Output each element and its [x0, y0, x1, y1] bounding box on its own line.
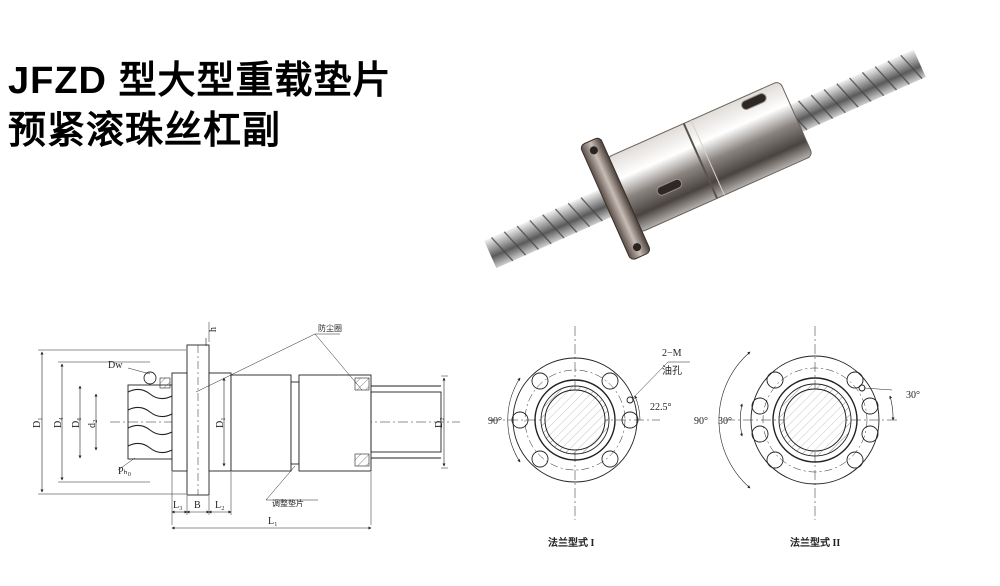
label-f1-m: 2−M [662, 348, 682, 359]
section-view-labels: Dw D₁ D₄ D₆ d₂ D₁ D₂ Pₕ₀ h L₃ B L₂ L₁ 防尘… [32, 323, 445, 527]
label-d4: D₄ [53, 417, 64, 428]
caption-flange-type-1: 法兰型式 I [548, 536, 594, 549]
label-shim: 调整垫片 [272, 498, 304, 508]
label-b: B [194, 500, 201, 511]
label-d1: D₁ [32, 417, 43, 428]
label-f1-90: 90° [488, 416, 502, 427]
label-ph0: Pₕ₀ [118, 466, 132, 477]
label-d2-small: d₂ [87, 420, 98, 429]
flange-type-1-labels: 90° 22.5° 2−M 油孔 法兰型式 I [488, 348, 682, 549]
flange-type-2-drawing [718, 326, 900, 520]
product-photo [484, 49, 926, 269]
product-title: JFZD 型大型重载垫片 预紧滚珠丝杠副 [8, 56, 392, 156]
label-f1-oil: 油孔 [662, 364, 682, 377]
flange-type-1-drawing [490, 326, 690, 520]
flange-type-2-labels: 90° 30° 30° 法兰型式 II [694, 390, 920, 549]
section-view-drawing [38, 322, 460, 530]
caption-flange-type-2: 法兰型式 II [790, 536, 840, 549]
label-f1-22: 22.5° [650, 402, 672, 413]
label-l1: L₁ [268, 516, 278, 527]
label-f2-30b: 30° [906, 390, 920, 401]
label-l3: L₃ [173, 500, 183, 511]
label-f2-90: 90° [694, 416, 708, 427]
label-d1-inner: D₁ [215, 417, 226, 428]
label-l2: L₂ [215, 500, 225, 511]
label-f2-30a: 30° [718, 416, 732, 427]
label-h: h [208, 327, 219, 332]
label-dust-seal: 防尘圈 [318, 323, 342, 333]
title-line-1: JFZD 型大型重载垫片 [8, 60, 392, 102]
label-dw: Dw [108, 360, 123, 371]
label-d2: D₂ [434, 417, 445, 428]
title-line-2: 预紧滚珠丝杠副 [8, 110, 282, 152]
label-d6: D₆ [71, 417, 82, 428]
